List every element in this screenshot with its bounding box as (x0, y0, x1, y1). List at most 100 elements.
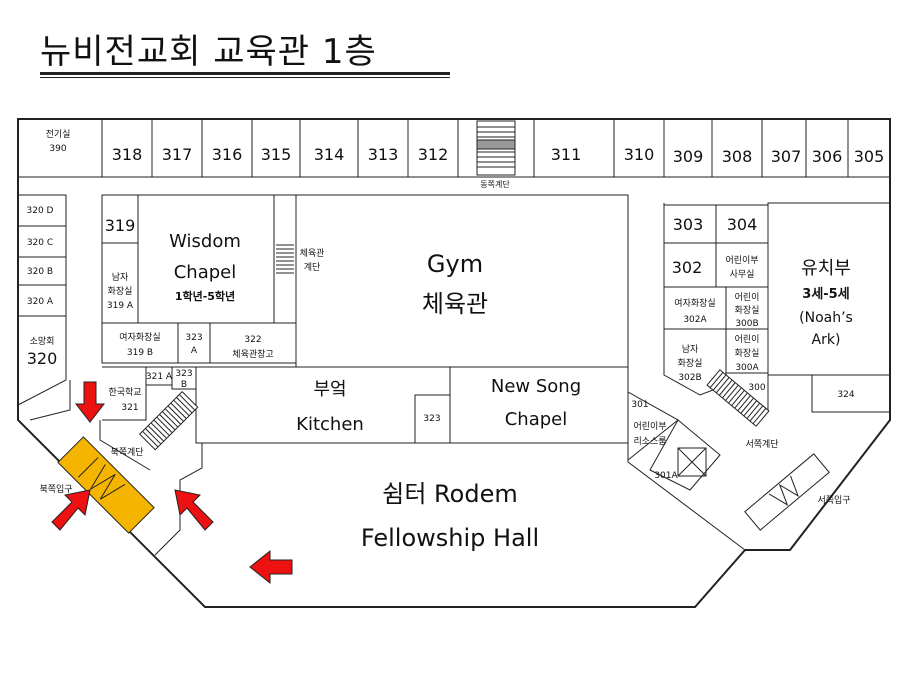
new-song-chapel-line1: New Song (491, 376, 581, 397)
kids-office-line2: 사무실 (730, 269, 755, 280)
room-321-line2: 321 (121, 403, 138, 413)
gym-label-en: Gym (427, 250, 483, 278)
west-entrance-icon (744, 453, 830, 531)
room-300a-line3: 300A (735, 363, 759, 373)
arrow-fellowship-left (174, 489, 214, 531)
new-song-chapel-line2: Chapel (505, 409, 568, 430)
gym-label-ko: 체육관 (422, 290, 488, 318)
room-317-label: 317 (162, 145, 193, 164)
room-306-label: 306 (812, 147, 843, 166)
room-300b-line1: 어린이 (735, 292, 760, 303)
gym-stair-line1: 체육관 (300, 248, 325, 259)
room-305-label: 305 (854, 147, 885, 166)
wisdom-chapel-grades: 1학년-5학년 (175, 289, 235, 303)
north-stair-label: 북쪽계단 (110, 446, 143, 458)
kindergarten-line4: Ark) (812, 332, 841, 348)
room-320c-label: 320 C (27, 238, 53, 248)
title-underline (40, 72, 450, 75)
room-rodem-fellowship-hall (154, 442, 746, 556)
north-stair-icon (139, 391, 199, 451)
room-319a (101, 242, 139, 324)
room-318-label: 318 (112, 145, 143, 164)
title-underline-thin (40, 77, 450, 78)
gym-stair-line2: 계단 (304, 261, 321, 273)
room-312-label: 312 (418, 145, 449, 164)
room-321-line1: 한국학교 (108, 387, 141, 398)
kitchen-label-ko: 부엌 (313, 379, 346, 400)
kids-office-line1: 어린이부 (725, 255, 758, 266)
gym-stair-icon (276, 244, 294, 274)
room-319a-line1: 남자 (112, 272, 129, 283)
room-390-name: 전기실 (46, 129, 71, 140)
room-300b-line3: 300B (735, 319, 758, 329)
room-322-line2: 체육관창고 (232, 349, 273, 360)
room-319a-line2: 화장실 (108, 286, 133, 297)
room-319-label: 319 (105, 216, 136, 235)
room-322-line1: 322 (244, 335, 261, 345)
room-311-label: 311 (551, 145, 582, 164)
room-310-label: 310 (624, 145, 655, 164)
room-301a (677, 447, 707, 477)
resource-room-line2: 리소스룸 (633, 436, 666, 447)
room-324-label: 324 (837, 390, 854, 400)
room-302b-line1: 남자 (682, 344, 699, 355)
room-323a-line1: 323 (185, 333, 202, 343)
room-304-label: 304 (727, 215, 758, 234)
fellowship-hall-line2: Fellowship Hall (361, 524, 539, 552)
room-320b-label: 320 B (27, 267, 53, 277)
room-309-label: 309 (673, 147, 704, 166)
west-stair-label: 서쪽계단 (745, 438, 778, 450)
room-323a (177, 322, 211, 364)
room-301-label: 301 (631, 400, 648, 410)
room-308-label: 308 (722, 147, 753, 166)
wisdom-chapel-line2: Chapel (174, 262, 237, 283)
room-320d-label: 320 D (27, 206, 54, 216)
room-302a-line1: 여자화장실 (674, 297, 715, 309)
room-302a-line2: 302A (683, 315, 707, 325)
room-302b-line2: 화장실 (678, 358, 703, 369)
room-319a-line3: 319 A (107, 301, 134, 311)
room-320-number: 320 (27, 349, 58, 368)
room-320a-label: 320 A (27, 297, 54, 307)
room-314-label: 314 (314, 145, 345, 164)
room-323-label: 323 (423, 414, 440, 424)
wisdom-chapel-line1: Wisdom (169, 231, 241, 252)
west-entrance-label: 서쪽입구 (817, 494, 850, 506)
room-302b-line3: 302B (678, 373, 701, 383)
room-323b-line1: 323 (175, 369, 192, 379)
room-316-label: 316 (212, 145, 243, 164)
room-wisdom-chapel (137, 194, 275, 324)
room-390-number: 390 (49, 144, 66, 154)
kitchen-label-en: Kitchen (296, 414, 364, 435)
room-319b-line2: 319 B (127, 348, 153, 358)
room-324 (811, 374, 891, 413)
kindergarten-line2: 3세-5세 (802, 287, 849, 302)
room-300-label: 300 (748, 383, 765, 393)
room-resource (649, 419, 721, 491)
room-313-label: 313 (368, 145, 399, 164)
resource-room-line1: 어린이부 (633, 421, 666, 432)
fellowship-hall-line1: 쉼터 Rodem (382, 480, 517, 508)
room-300a-line2: 화장실 (735, 348, 760, 359)
page-title: 뉴비전교회 교육관 1층 (40, 32, 377, 72)
room-321 (102, 366, 147, 421)
room-320 (17, 315, 67, 406)
west-stair-icon (706, 369, 770, 427)
room-gym (295, 194, 629, 368)
arrow-north-stair (74, 381, 106, 423)
arrow-north-entrance (51, 489, 91, 531)
room-319b-line1: 여자화장실 (119, 331, 160, 343)
room-323b-line2: B (181, 380, 187, 390)
room-300b-line2: 화장실 (735, 305, 760, 316)
north-entrance-label: 북쪽입구 (39, 483, 72, 495)
room-323a-line2: A (191, 346, 198, 356)
kindergarten-line3: (Noah’s (799, 310, 853, 326)
room-300a-line1: 어린이 (735, 334, 760, 345)
arrow-fellowship-bottom (249, 549, 293, 585)
kindergarten-line1: 유치부 (801, 258, 851, 279)
room-315-label: 315 (261, 145, 292, 164)
room-301a-label: 301A (654, 471, 678, 481)
gym-stair-well (273, 194, 297, 324)
east-stair-icon (476, 120, 516, 176)
